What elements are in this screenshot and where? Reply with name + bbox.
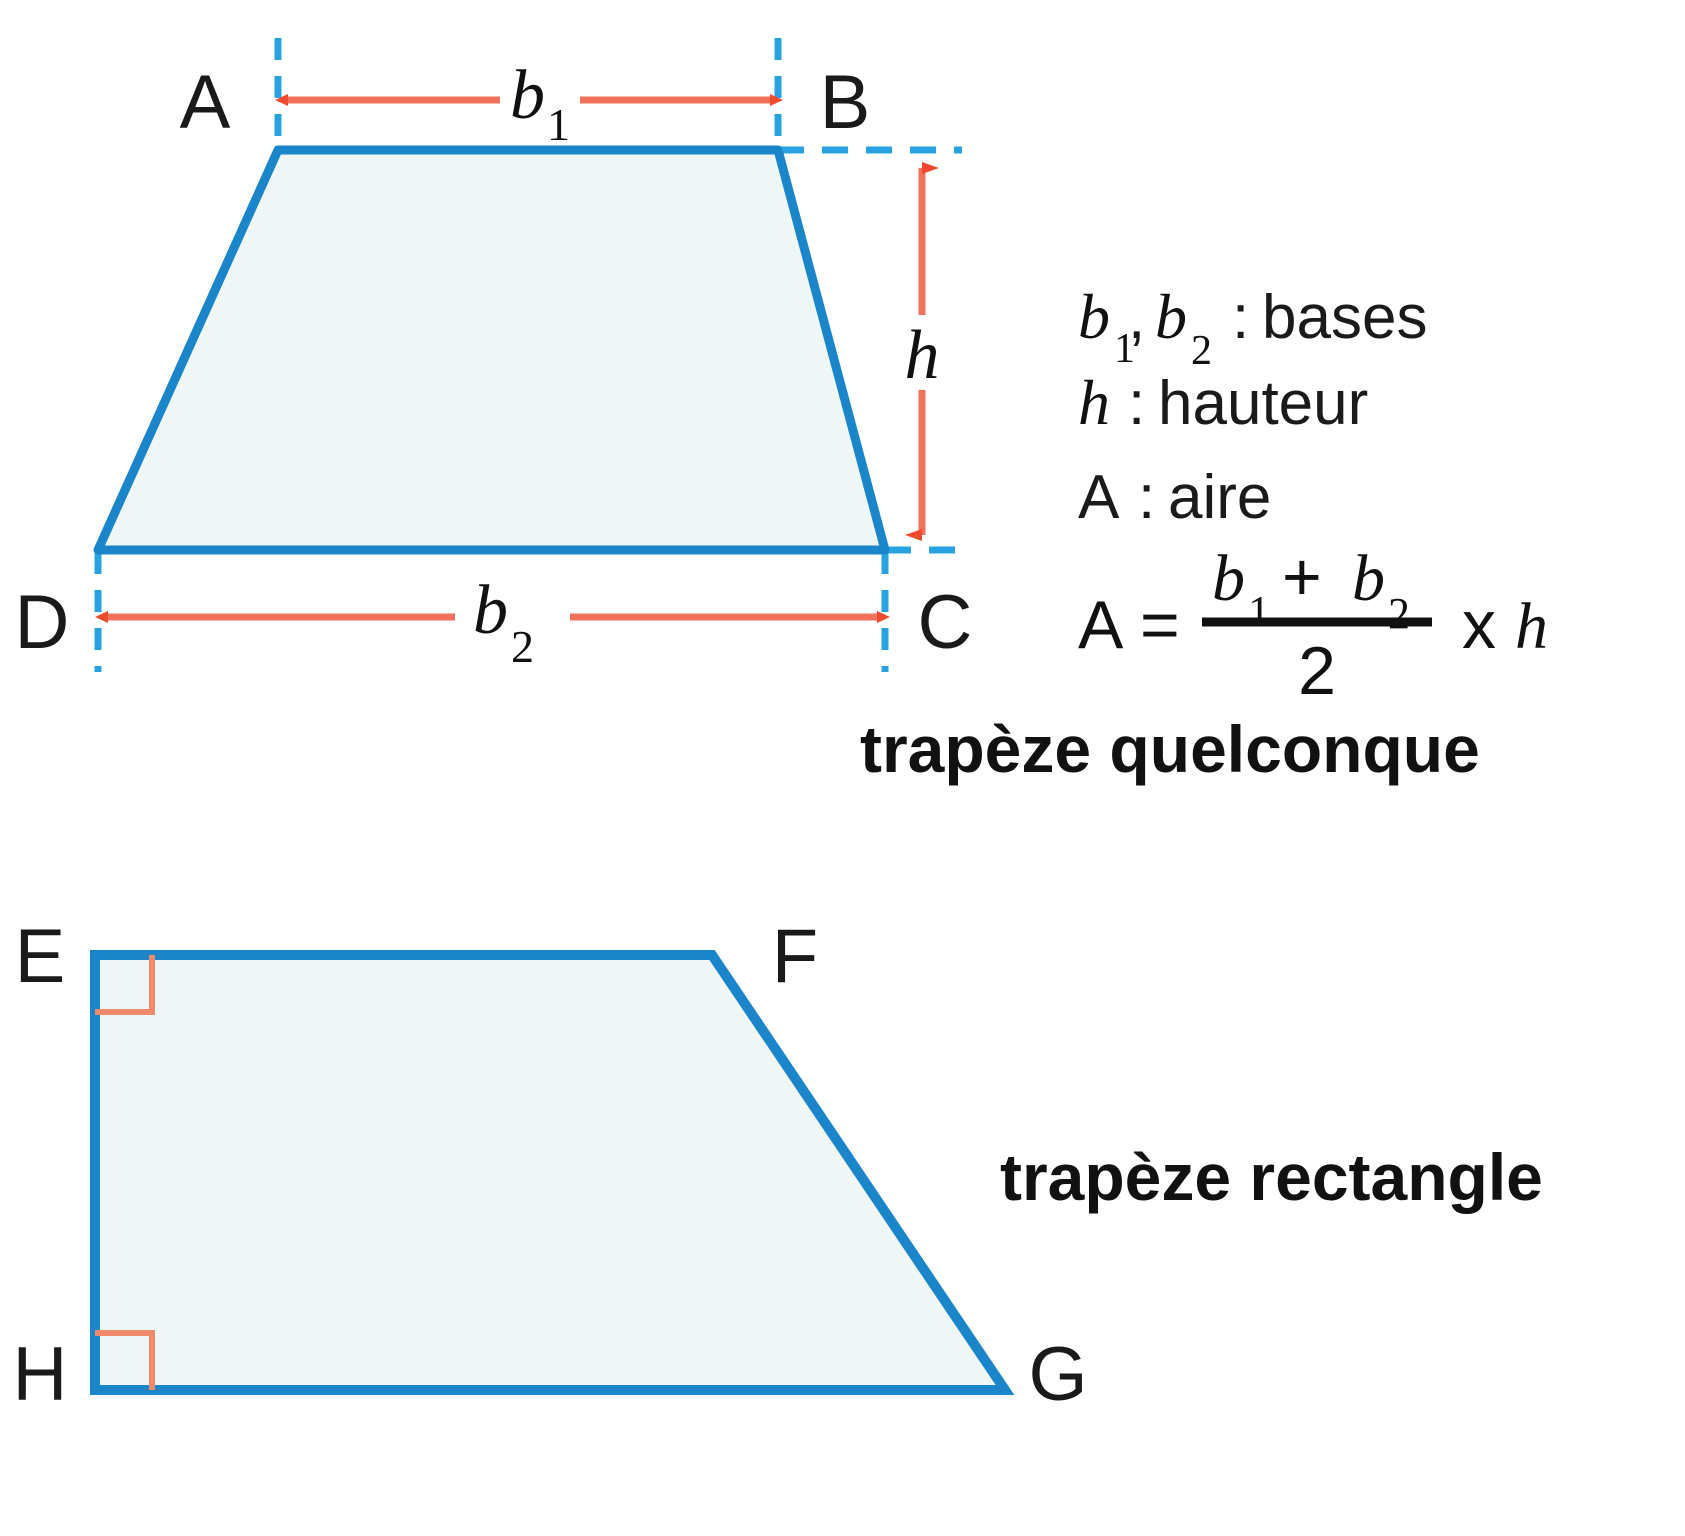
svg-text::: : — [1232, 283, 1249, 352]
legend-line-bases: b 1 , b 2 : bases — [1078, 281, 1427, 374]
vertex-label-e: E — [15, 914, 66, 999]
caption-trapeze-rectangle: trapèze rectangle — [1000, 1140, 1543, 1214]
vertex-label-g: G — [1028, 1332, 1087, 1417]
svg-text:1: 1 — [547, 99, 570, 150]
svg-text:1: 1 — [1114, 326, 1135, 372]
svg-text:b: b — [473, 572, 508, 649]
legend-line-hauteur: h : hauteur — [1078, 367, 1368, 438]
svg-text:b: b — [1155, 281, 1187, 352]
svg-text:2: 2 — [1191, 328, 1212, 374]
svg-text:b: b — [510, 57, 545, 134]
svg-text:,: , — [1128, 283, 1145, 352]
trapezoid-abcd-shape — [93, 145, 890, 555]
formula-denominator: 2 — [1298, 633, 1336, 709]
dimension-label-b2: b 2 — [473, 572, 534, 672]
svg-text:aire: aire — [1168, 463, 1271, 532]
formula-factor-h: h — [1515, 590, 1548, 663]
top-trapezoid-group: A B C D b 1 b 2 h — [15, 38, 973, 672]
vertex-label-a: A — [180, 60, 231, 145]
vertex-label-c: C — [918, 580, 973, 665]
dimension-label-h: h — [905, 317, 940, 394]
vertex-label-d: D — [15, 580, 70, 665]
legend-line-aire: A : aire — [1078, 463, 1271, 532]
right-angle-mark-h-icon — [95, 1330, 155, 1390]
vertex-label-f: F — [772, 914, 818, 999]
svg-text::: : — [1128, 369, 1145, 438]
trapezoid-efgh-shape — [90, 950, 1015, 1395]
vertex-label-b: B — [820, 60, 871, 145]
svg-text:A: A — [1078, 463, 1120, 532]
area-formula-group: A = b 1 + b 2 2 x h — [1078, 539, 1548, 709]
bottom-trapezoid-group: E F G H — [13, 914, 1088, 1417]
formula-numerator-plus: + — [1282, 539, 1322, 615]
svg-text:h: h — [1078, 367, 1110, 438]
right-angle-mark-e-icon — [95, 955, 155, 1015]
dimension-label-b1: b 1 — [510, 57, 570, 150]
formula-times: x — [1462, 587, 1496, 663]
formula-equals: = — [1140, 587, 1180, 663]
formula-lhs: A — [1078, 587, 1124, 663]
vertex-label-h: H — [13, 1332, 68, 1417]
svg-text::: : — [1138, 463, 1155, 532]
svg-text:2: 2 — [511, 621, 534, 672]
svg-text:b: b — [1078, 281, 1110, 352]
formula-numerator-b2-sub: 2 — [1388, 589, 1410, 638]
formula-numerator-b1: b — [1212, 542, 1245, 615]
svg-text:bases: bases — [1262, 283, 1427, 352]
formula-numerator-b2: b — [1352, 542, 1385, 615]
caption-trapeze-quelconque: trapèze quelconque — [860, 712, 1480, 786]
formula-numerator-b1-sub: 1 — [1248, 587, 1270, 636]
legend-group: b 1 , b 2 : bases h : hauteur A : aire — [1078, 281, 1427, 532]
svg-text:hauteur: hauteur — [1158, 369, 1368, 438]
